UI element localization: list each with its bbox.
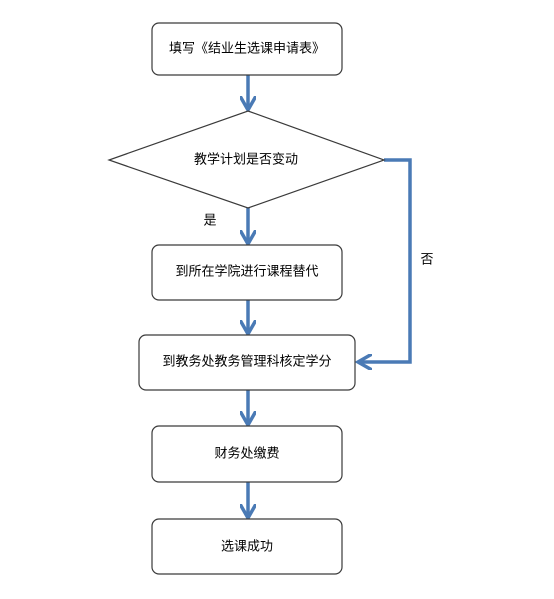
- arrow-decision-no: [358, 158, 412, 362]
- step-finance-payment: 财务处缴费: [151, 425, 343, 483]
- step-success: 选课成功: [151, 518, 343, 575]
- step-academic-affairs-label: 到教务处教务管理科核定学分: [162, 354, 331, 370]
- step-fill-form-box: [151, 22, 343, 76]
- step-finance-payment-label: 财务处缴费: [214, 446, 279, 462]
- step-college-substitution: 到所在学院进行课程替代: [151, 244, 343, 301]
- step-fill-form-label: 填写《结业生选课申请表》: [169, 42, 325, 57]
- decision-diamond: [107, 110, 386, 209]
- step-finance-payment-box: [151, 425, 343, 483]
- step-success-label: 选课成功: [221, 540, 273, 555]
- step-academic-affairs: 到教务处教务管理科核定学分: [138, 334, 356, 391]
- step-fill-form: 填写《结业生选课申请表》: [151, 22, 343, 76]
- step-college-substitution-box: [151, 244, 343, 301]
- step-college-substitution-label: 到所在学院进行课程替代: [175, 264, 318, 280]
- decision-label: 教学计划是否变动: [194, 152, 298, 168]
- step-success-box: [151, 518, 343, 575]
- step-academic-affairs-box: [138, 334, 356, 391]
- decision-curriculum-change: 教学计划是否变动: [107, 110, 386, 209]
- edge-label-yes: 是: [203, 214, 216, 229]
- edge-label-no: 否: [420, 253, 433, 268]
